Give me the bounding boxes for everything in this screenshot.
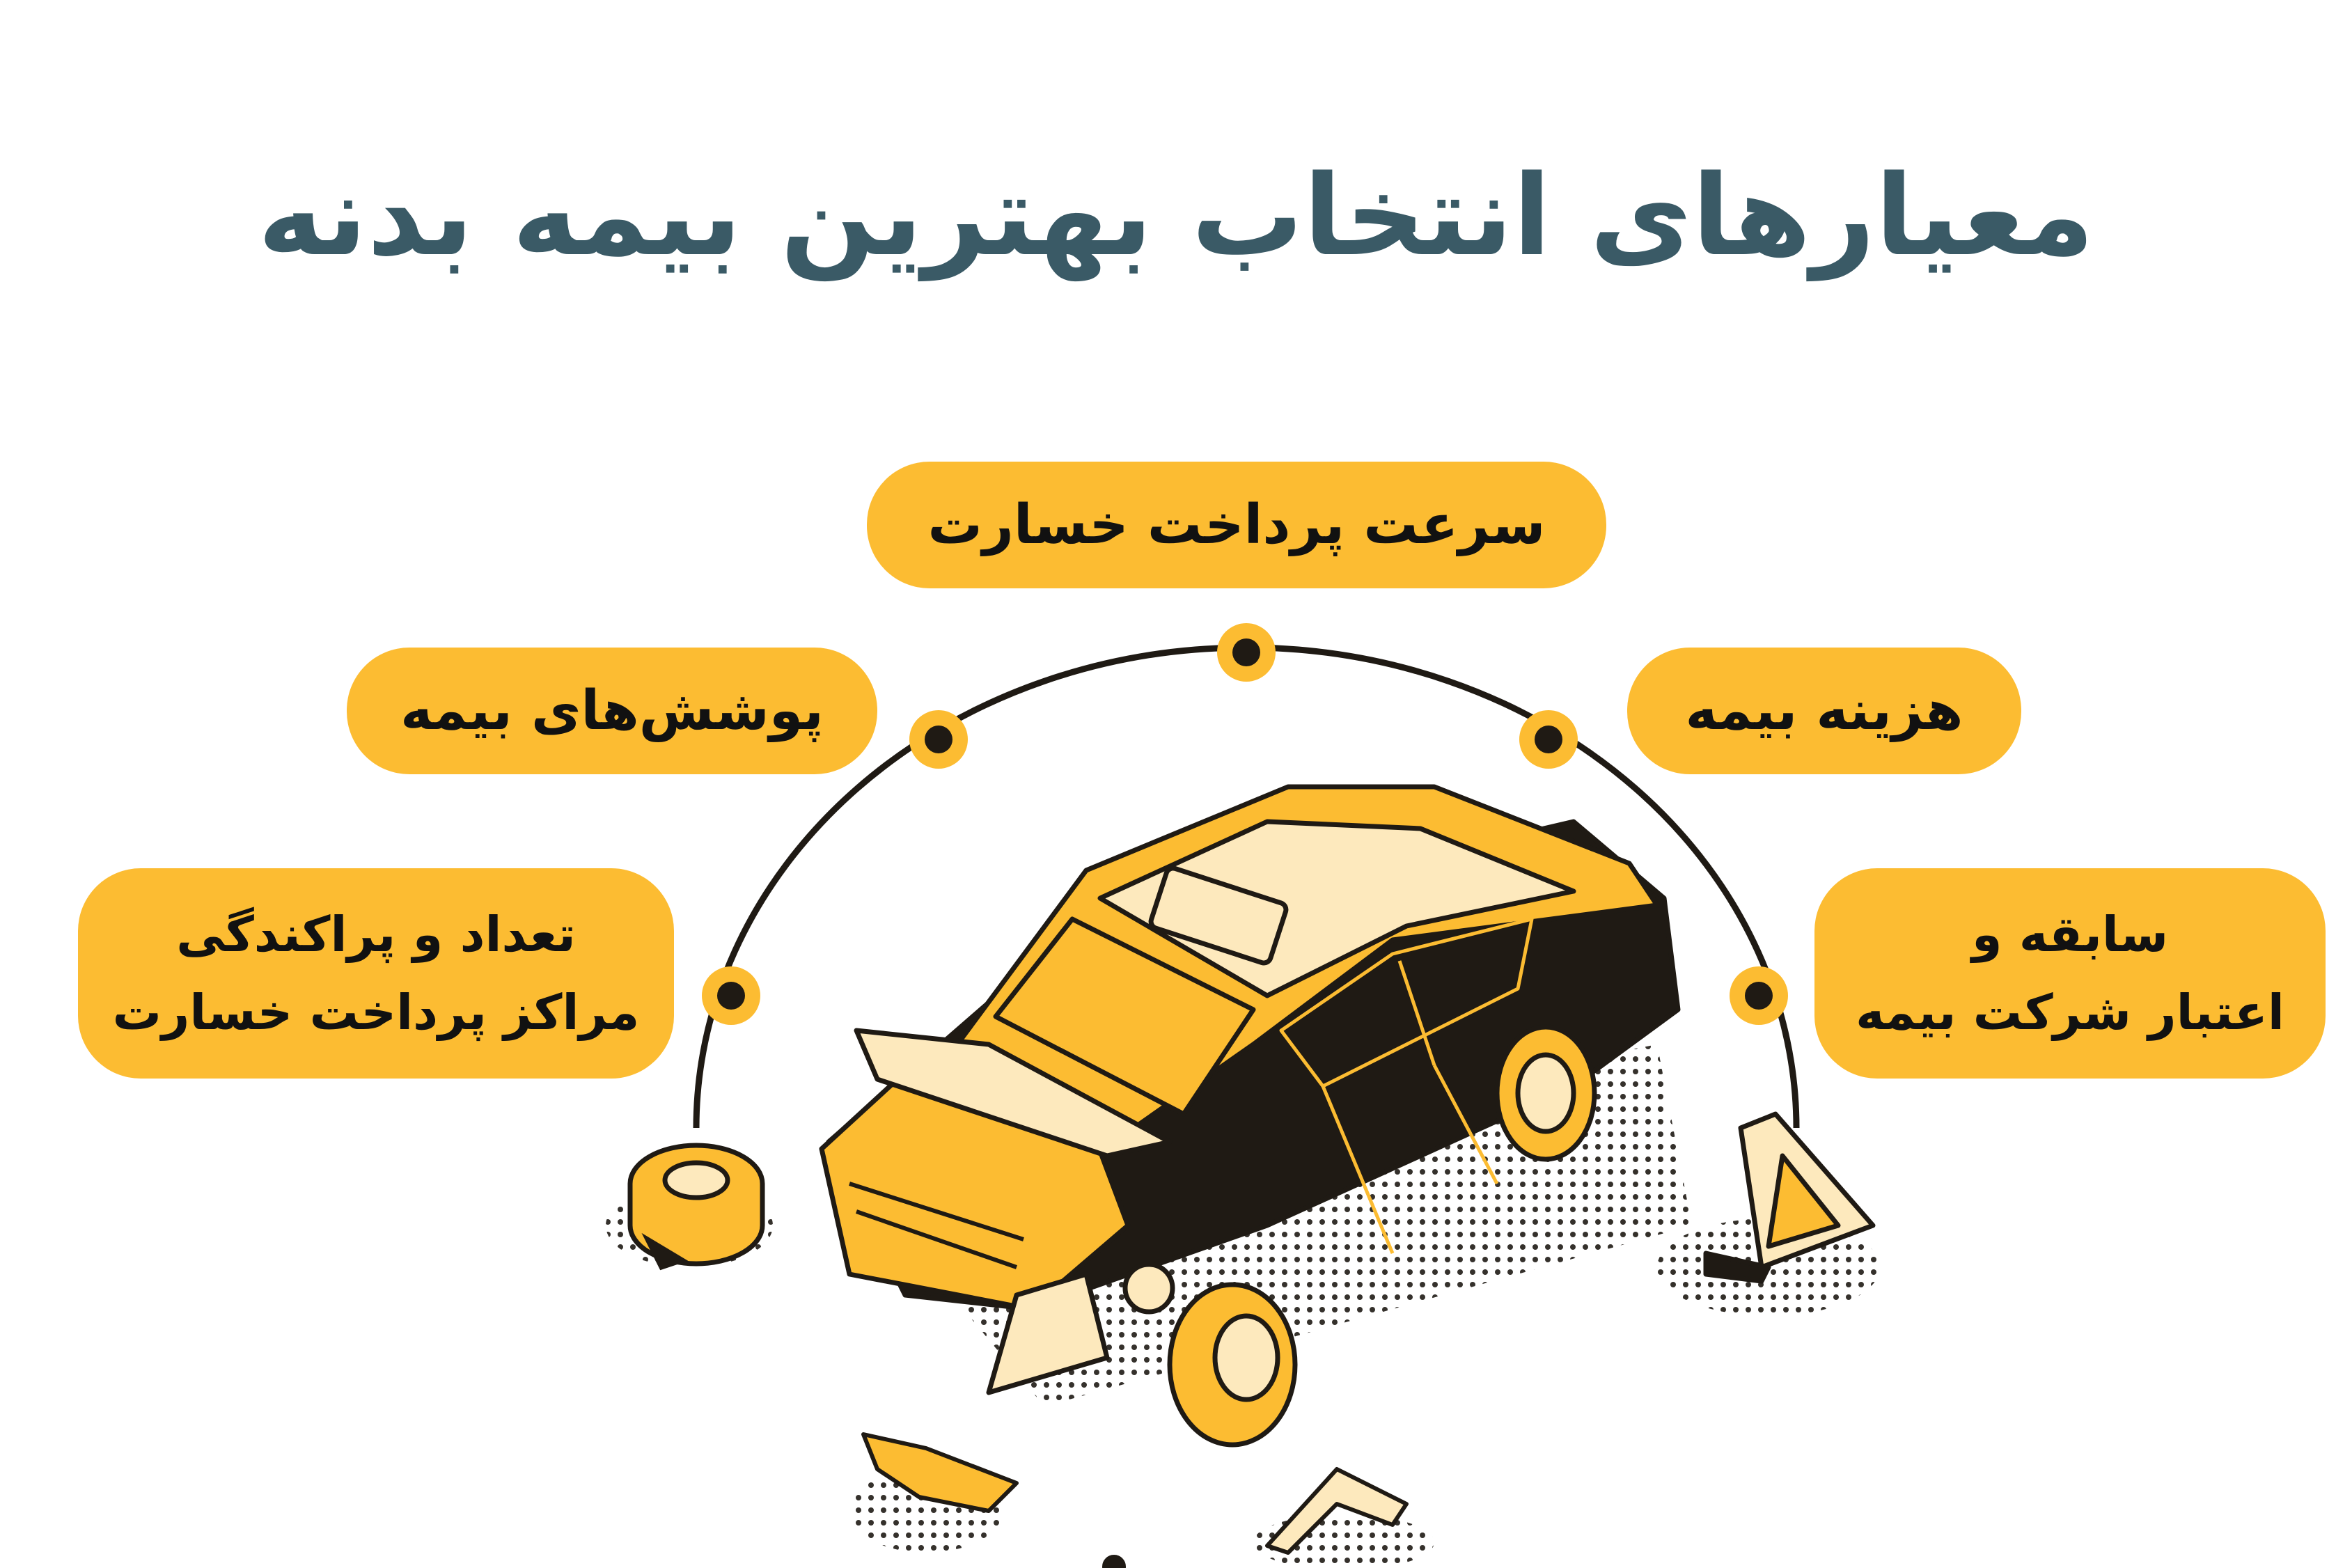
criterion-centers-line2: مراکز پرداخت خسارت xyxy=(112,984,640,1041)
criterion-payment-speed: سرعت پرداخت خسارت xyxy=(867,462,1606,588)
criterion-coverages-label: پوشش‌های بیمه xyxy=(400,680,824,742)
car-icon xyxy=(819,784,1681,1448)
debris xyxy=(861,1432,1409,1568)
criterion-centers-line1: تعداد و پراکندگی xyxy=(176,906,576,963)
dot-history xyxy=(1730,966,1788,1025)
dot-coverages xyxy=(909,710,968,769)
dot-cost xyxy=(1519,710,1578,769)
criterion-history-line2: اعتبار شرکت بیمه xyxy=(1856,984,2284,1041)
criterion-centers: تعداد و پراکندگی مراکز پرداخت خسارت xyxy=(78,868,674,1079)
dot-payment-speed xyxy=(1217,623,1276,682)
warning-triangle-icon xyxy=(1703,1111,1876,1284)
criterion-coverages: پوشش‌های بیمه xyxy=(347,648,877,774)
connector-dots xyxy=(702,623,1788,1025)
criterion-cost-label: هزینه بیمه xyxy=(1685,680,1963,742)
page-title: معیارهای انتخاب بهترین بیمه بدنه xyxy=(258,150,2094,281)
criterion-payment-speed-label: سرعت پرداخت خسارت xyxy=(927,494,1546,556)
criterion-history: سابقه و اعتبار شرکت بیمه xyxy=(1814,868,2326,1079)
tire-icon xyxy=(627,1143,765,1271)
criterion-cost: هزینه بیمه xyxy=(1627,648,2021,774)
criterion-history-line1: سابقه و xyxy=(1971,906,2169,963)
dot-centers xyxy=(702,966,760,1025)
